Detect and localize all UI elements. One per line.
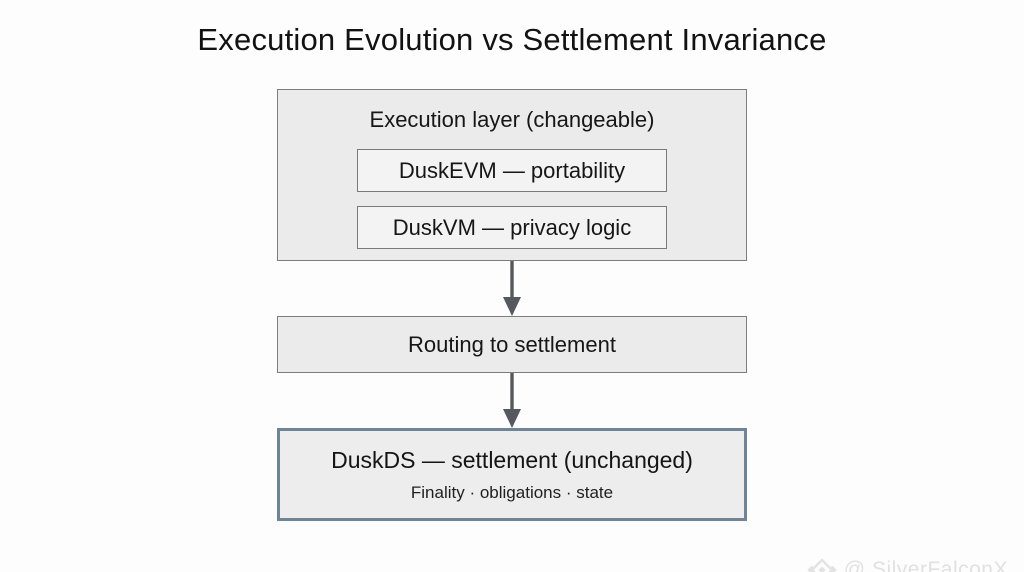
diamond-logo-icon <box>807 558 837 572</box>
settlement-sublabel: Finality · obligations · state <box>410 482 614 502</box>
duskevm-label: DuskEVM — portability <box>398 157 626 183</box>
slide-canvas: Execution Evolution vs Settlement Invari… <box>0 22 1024 572</box>
routing-label: Routing to settlement <box>408 331 616 357</box>
down-arrow-icon <box>503 261 521 316</box>
page-title: Execution Evolution vs Settlement Invari… <box>197 22 827 57</box>
settlement-label: DuskDS — settlement (unchanged) <box>331 446 693 473</box>
watermark-handle: @ SilverFalconX <box>843 558 1008 572</box>
duskvm-label: DuskVM — privacy logic <box>392 214 632 240</box>
duskevm-box: DuskEVM — portability <box>357 149 667 192</box>
execution-layer-label: Execution layer (changeable) <box>369 107 655 132</box>
settlement-box: DuskDS — settlement (unchanged) Finality… <box>277 428 747 521</box>
down-arrow-icon <box>503 373 521 428</box>
routing-box: Routing to settlement <box>277 316 747 373</box>
execution-layer-box: Execution layer (changeable) DuskEVM — p… <box>277 89 747 261</box>
watermark: @ SilverFalconX <box>806 554 1008 572</box>
flow-diagram: Execution layer (changeable) DuskEVM — p… <box>277 89 747 521</box>
duskvm-box: DuskVM — privacy logic <box>357 206 667 249</box>
